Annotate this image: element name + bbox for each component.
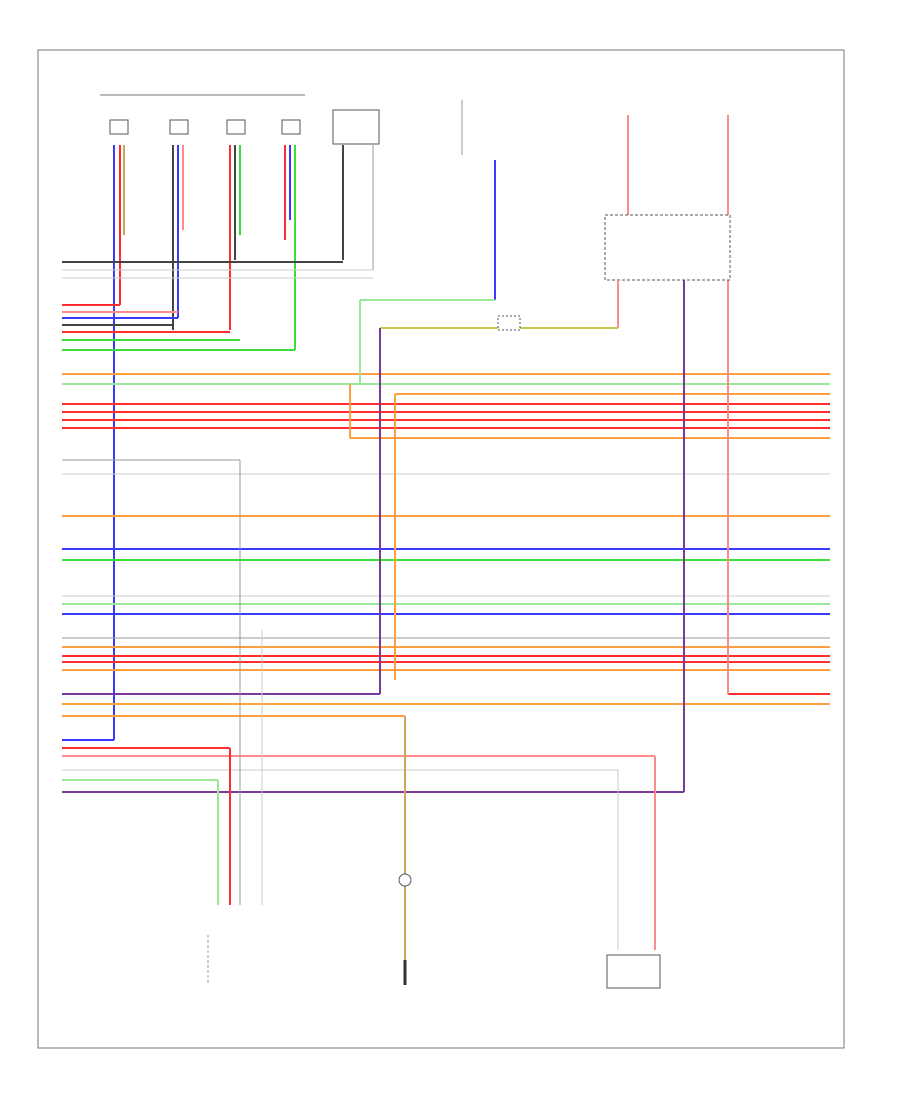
- fuel-pressure-valve: [606, 954, 661, 989]
- injector-wires: [113, 145, 374, 740]
- joint-connector: [497, 315, 521, 331]
- diagram-frame: [37, 49, 845, 1049]
- fuel-injector-3: [226, 119, 246, 135]
- middle-section: [349, 100, 618, 694]
- right-power-section: [604, 115, 731, 792]
- lower-components: [207, 460, 661, 989]
- horizontal-buses: [62, 261, 830, 793]
- purge-switch-symbol: [398, 873, 412, 887]
- fuel-injector-1: [109, 119, 129, 135]
- fuel-injector-4: [281, 119, 301, 135]
- upper-relay-box: [332, 109, 380, 145]
- fuel-injector-2: [169, 119, 189, 135]
- fuel-pump-relay: [604, 214, 731, 281]
